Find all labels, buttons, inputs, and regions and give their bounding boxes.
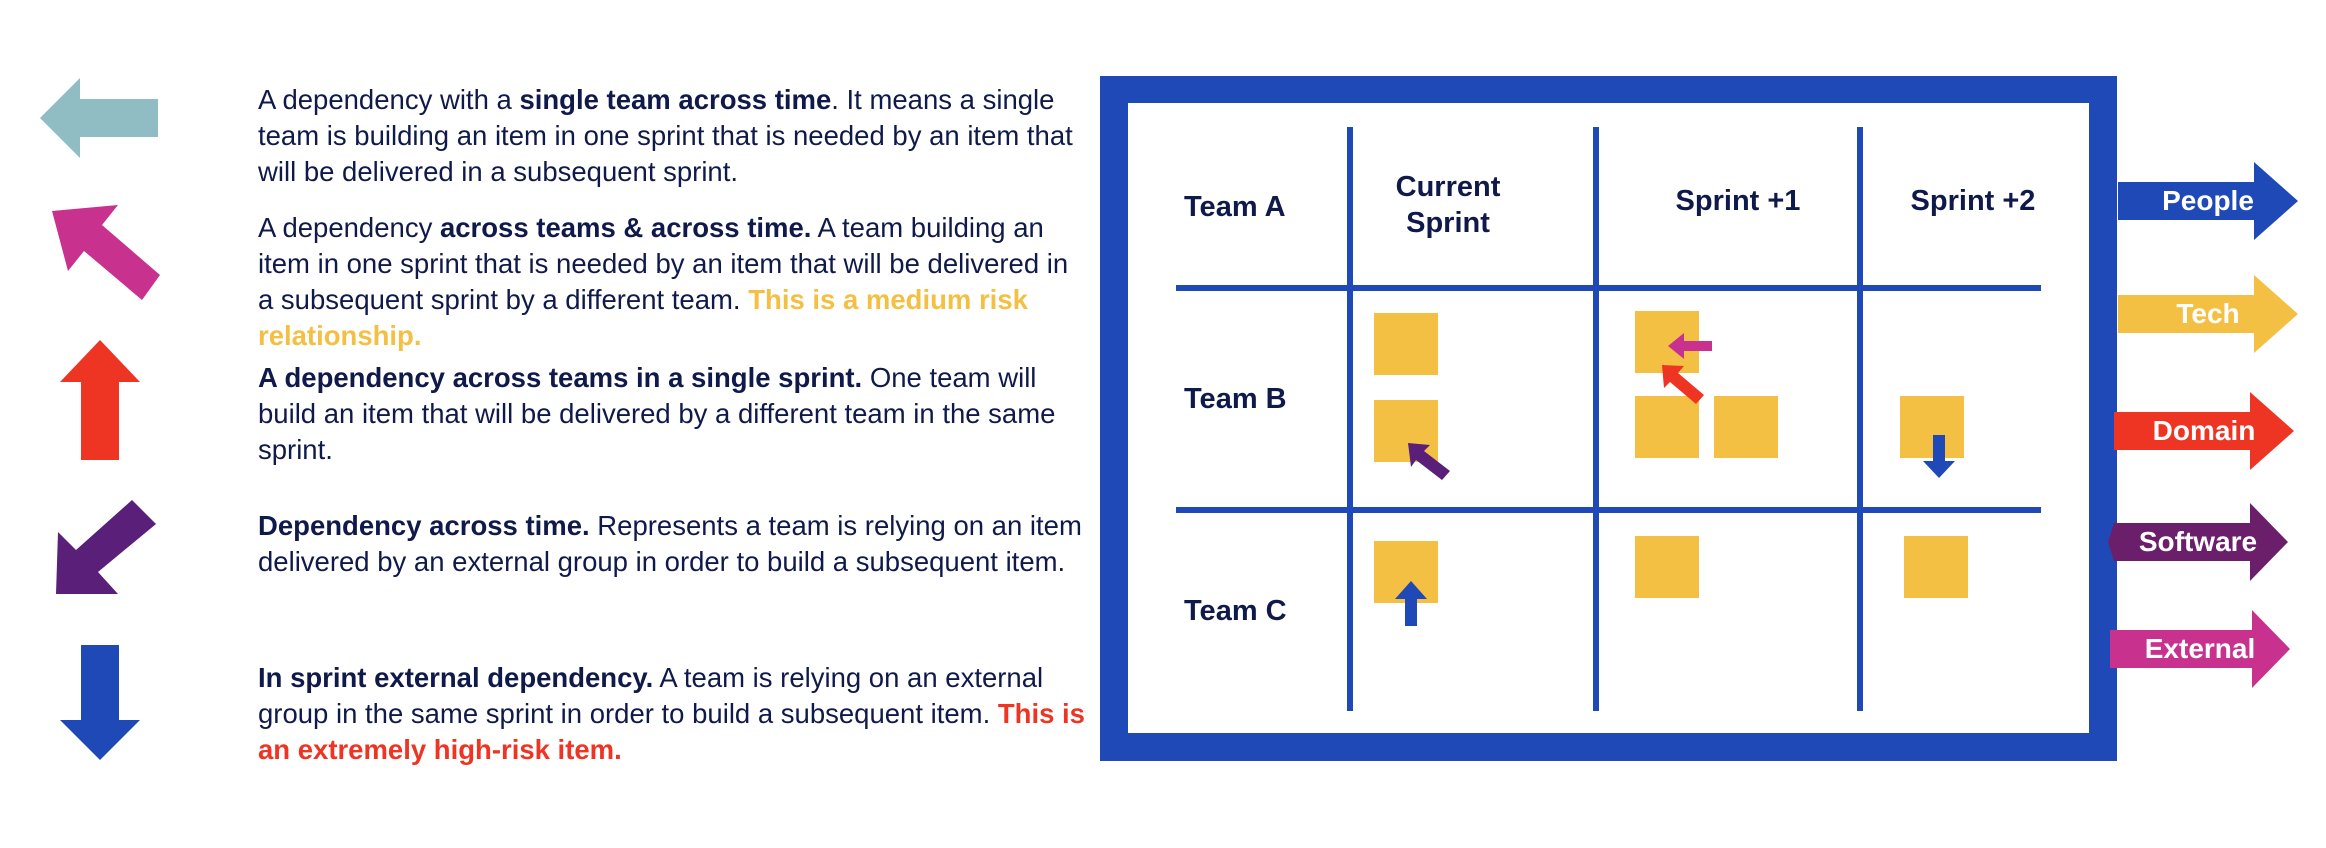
- magenta-up-left-arrow-icon: [52, 205, 162, 305]
- tag-people-label: People: [2162, 185, 2254, 216]
- purple-down-left-arrow-icon: [54, 500, 159, 595]
- blue-down-arrow-icon: [60, 645, 140, 760]
- blue-up-dependency-arrow-icon: [1394, 581, 1428, 627]
- header-sprint-plus-1: Sprint +1: [1675, 185, 1801, 217]
- red-up-arrow-icon: [60, 340, 140, 460]
- blue-dependency-arrow-icon: [1922, 435, 1956, 479]
- legend-item-across-time: Dependency across time. Represents a tea…: [258, 510, 1082, 577]
- grid-vline-1: [1347, 127, 1353, 711]
- tag-people: People: [2118, 162, 2298, 240]
- grid-vline-3: [1857, 127, 1863, 711]
- sticky-note: [1635, 396, 1699, 458]
- sticky-note: [1635, 536, 1699, 598]
- header-team-a: Team A: [1184, 191, 1286, 223]
- board-canvas: Team A Current Sprint Sprint +1 Sprint +…: [1128, 103, 2089, 733]
- light-blue-left-arrow-icon: [40, 78, 160, 158]
- sticky-note: [1904, 536, 1968, 598]
- sticky-note: [1374, 400, 1438, 462]
- sticky-note: [1374, 313, 1438, 375]
- grid-vline-2: [1593, 127, 1599, 711]
- tag-tech-label: Tech: [2176, 298, 2240, 329]
- tag-domain-label: Domain: [2152, 415, 2256, 446]
- legend-item-across-teams-time: A dependency across teams & across time.…: [258, 212, 1069, 351]
- header-sprint-plus-2: Sprint +2: [1910, 185, 2036, 217]
- row-team-b: Team B: [1184, 383, 1287, 415]
- tag-software: Software: [2108, 503, 2288, 581]
- legend-item-single-team: A dependency with a single team across t…: [258, 84, 1073, 187]
- sticky-note: [1900, 396, 1964, 458]
- tag-software-label: Software: [2138, 526, 2258, 557]
- grid-hline-1: [1176, 285, 2041, 291]
- grid-hline-2: [1176, 507, 2041, 513]
- purple-dependency-arrow-icon: [1408, 443, 1452, 481]
- legend-item-external: In sprint external dependency. A team is…: [258, 662, 1085, 765]
- tag-external: External: [2110, 610, 2290, 688]
- legend-item-single-sprint: A dependency across teams in a single sp…: [258, 362, 1056, 465]
- header-current-sprint: Current Sprint: [1395, 171, 1501, 239]
- sticky-note: [1714, 396, 1778, 458]
- magenta-dependency-arrow-icon: [1668, 331, 1714, 361]
- tag-external-label: External: [2144, 633, 2256, 664]
- tag-tech: Tech: [2118, 275, 2298, 353]
- row-team-c: Team C: [1184, 595, 1287, 627]
- tag-domain: Domain: [2114, 392, 2294, 470]
- dependency-board: Team A Current Sprint Sprint +1 Sprint +…: [1100, 76, 2117, 761]
- red-dependency-arrow-icon: [1662, 365, 1706, 405]
